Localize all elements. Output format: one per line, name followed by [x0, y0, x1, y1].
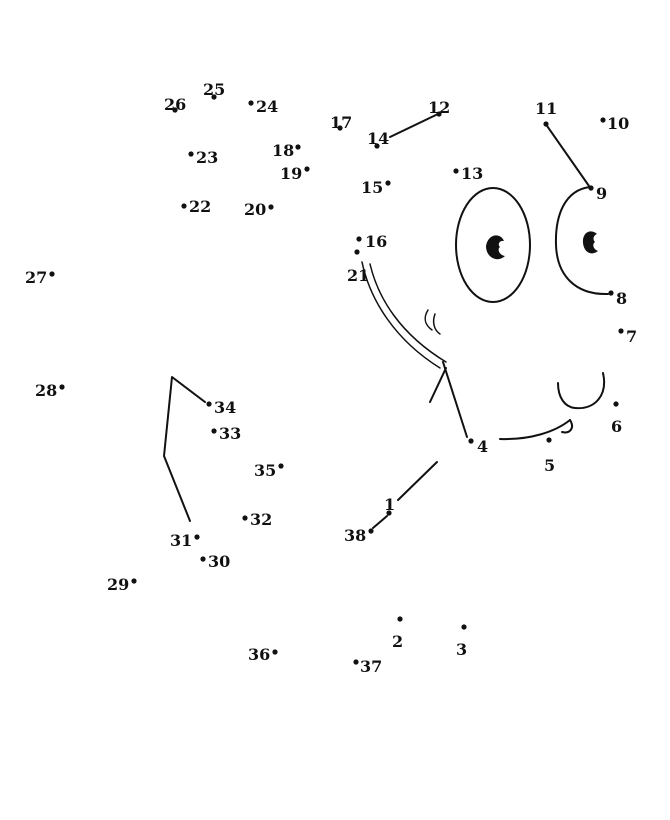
dot-label-18: 18	[272, 141, 294, 160]
dot-label-20: 20	[244, 200, 266, 219]
dot-label-24: 24	[256, 97, 278, 116]
arm-lines	[163, 376, 206, 522]
segment-1-line	[397, 461, 438, 501]
dot-23	[188, 151, 194, 157]
hair-curl-2	[432, 313, 441, 335]
dot-35	[278, 463, 284, 469]
dot-label-36: 36	[248, 645, 270, 664]
dot-label-37: 37	[360, 657, 382, 676]
dot-31	[194, 534, 200, 540]
dot-label-5: 5	[544, 456, 555, 475]
dot-label-30: 30	[208, 552, 230, 571]
dot-label-11: 11	[535, 99, 557, 118]
dot-24	[248, 100, 254, 106]
dot-12	[436, 111, 442, 117]
dot-36	[272, 649, 278, 655]
dot-10	[600, 117, 606, 123]
dot-label-19: 19	[280, 164, 302, 183]
dot-label-22: 22	[189, 197, 211, 216]
dot-label-13: 13	[461, 164, 483, 183]
dot-26	[172, 107, 178, 113]
dot-label-31: 31	[170, 531, 192, 550]
dot-37	[353, 659, 359, 665]
dot-17	[337, 125, 343, 131]
dot-7	[618, 328, 624, 334]
hair-curl	[424, 309, 433, 331]
dot-20	[268, 204, 274, 210]
dot-18	[295, 144, 301, 150]
dot-19	[304, 166, 310, 172]
line-art	[163, 113, 609, 529]
dot-11	[543, 121, 549, 127]
dot-label-9: 9	[596, 184, 607, 203]
dot-16	[356, 236, 362, 242]
cheek-stroke-outer	[361, 261, 441, 369]
left-eye-outline	[455, 187, 531, 303]
dot-label-1: 1	[384, 495, 395, 514]
dot-label-38: 38	[344, 526, 366, 545]
dot-label-26: 26	[164, 95, 186, 114]
chin-stroke	[429, 367, 447, 403]
segment-to-4	[442, 361, 468, 438]
dot-label-33: 33	[219, 424, 241, 443]
nose-outline	[557, 372, 606, 410]
dot-4	[468, 438, 474, 444]
dot-32	[242, 515, 248, 521]
dot-label-7: 7	[626, 327, 637, 346]
dot-label-35: 35	[254, 461, 276, 480]
dot-label-32: 32	[250, 510, 272, 529]
dot-8	[608, 290, 614, 296]
dot-34	[206, 401, 212, 407]
mouth-line	[499, 419, 571, 441]
segment-38-1	[372, 515, 388, 529]
dot-9	[588, 185, 594, 191]
dot-label-23: 23	[196, 148, 218, 167]
dot-label-2: 2	[392, 632, 403, 651]
dot-1	[386, 510, 392, 516]
dot-13	[453, 168, 459, 174]
segment-14-12	[389, 113, 439, 138]
dot-label-16: 16	[365, 232, 387, 251]
segment-11-9	[544, 122, 590, 187]
dot-27	[49, 271, 55, 277]
mouth-curl	[561, 419, 573, 434]
right-eye-outline	[554, 186, 609, 296]
dot-33	[211, 428, 217, 434]
dot-label-4: 4	[477, 437, 488, 456]
dot-38	[368, 528, 374, 534]
cheek-stroke-inner	[369, 263, 447, 363]
dot-21	[354, 249, 360, 255]
dot-5	[546, 437, 552, 443]
dot-label-34: 34	[214, 398, 236, 417]
dot-label-3: 3	[456, 640, 467, 659]
dot-22	[181, 203, 187, 209]
right-eye-pupil	[582, 231, 598, 254]
dot-3	[461, 624, 467, 630]
dot-label-6: 6	[611, 417, 622, 436]
dot-30	[200, 556, 206, 562]
dot-label-10: 10	[607, 114, 629, 133]
dot-label-21: 21	[347, 266, 369, 285]
dot-label-14: 14	[367, 129, 389, 148]
dot-label-15: 15	[361, 178, 383, 197]
dot-28	[59, 384, 65, 390]
dot-25	[211, 94, 217, 100]
dot-label-12: 12	[428, 98, 450, 117]
dot-label-29: 29	[107, 575, 129, 594]
dot-label-8: 8	[616, 289, 627, 308]
dot-label-27: 27	[25, 268, 47, 287]
dot-14	[374, 143, 380, 149]
dot-15	[385, 180, 391, 186]
number-dots	[49, 94, 624, 665]
dot-label-28: 28	[35, 381, 57, 400]
left-eye-pupil	[486, 235, 505, 260]
dot-label-25: 25	[203, 80, 225, 99]
dot-2	[397, 616, 403, 622]
dot-6	[613, 401, 619, 407]
dot-29	[131, 578, 137, 584]
dot-label-17: 17	[330, 113, 352, 132]
